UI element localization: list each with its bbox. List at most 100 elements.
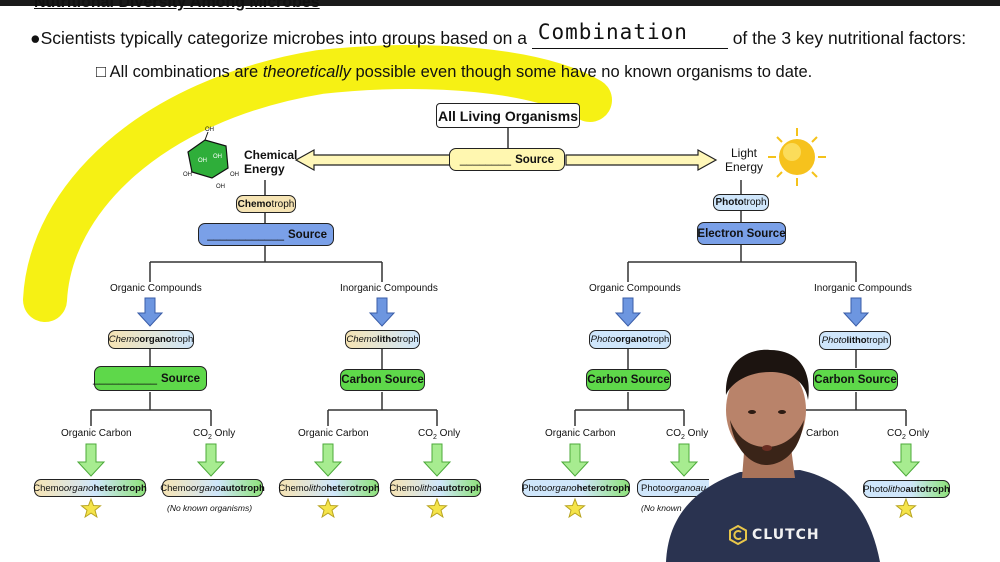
f7-a: Photo: [863, 483, 889, 495]
pl-a: Photo: [821, 335, 847, 346]
f4-c: autotroph: [437, 482, 482, 494]
no-known-organisms-2: (No known: [641, 503, 682, 513]
handwritten-answer: Combination: [537, 20, 688, 44]
f4-b: litho: [419, 482, 438, 494]
carbon-source-box-2: Carbon Source: [340, 369, 425, 391]
f6-a: Photo: [641, 482, 666, 494]
energy-source-label: Source: [515, 153, 555, 166]
bullet1-prefix: ●Scientists typically categorize microbe…: [30, 28, 527, 48]
co2-b-1: Only: [211, 428, 236, 439]
energy-blank: ________: [459, 153, 512, 166]
electron-blank: ____________: [207, 228, 284, 241]
electron-source-box-left: ____________ Source: [198, 223, 334, 246]
co2-only-label-2: CO2 Only: [418, 428, 460, 441]
cl-a: Chemo: [346, 334, 377, 345]
f4-a: Chemo: [389, 482, 420, 494]
organic-carbon-label-2: Organic Carbon: [298, 428, 369, 439]
co2-a-3: CO: [666, 428, 681, 439]
svg-text:OH: OH: [183, 172, 192, 178]
bullet-scientists: ●Scientists typically categorize microbe…: [30, 20, 967, 49]
chemotroph-suffix: troph: [271, 198, 295, 210]
no-known-organisms-1: (No known organisms): [167, 503, 253, 513]
pl-b: litho: [846, 335, 867, 346]
co-a: Chemo: [108, 334, 140, 345]
co2-sub-4: 2: [902, 434, 906, 441]
co2-b-3: Only: [684, 428, 709, 439]
f2-a: Chemo: [160, 482, 191, 494]
co2-a-2: CO: [418, 428, 433, 439]
checkbox-icon: □: [96, 63, 106, 81]
f5-b: organo: [546, 482, 577, 494]
co-c: troph: [171, 334, 194, 345]
phototroph-prefix: Photo: [715, 197, 744, 208]
co2-a-1: CO: [193, 428, 208, 439]
answer-blank: Combination: [531, 20, 728, 49]
co-b: organo: [139, 334, 172, 345]
bullet2-pre: All combinations are: [109, 63, 259, 81]
po-c: troph: [647, 334, 670, 345]
co2-sub-1: 2: [208, 434, 212, 441]
root-label: All Living Organisms: [437, 107, 579, 124]
co2-only-label-4: CO2 Only: [887, 428, 929, 441]
inorganic-compounds-label-1: Inorganic Compounds: [340, 283, 438, 294]
energy-source-box: ________ Source: [449, 148, 565, 171]
f6-b: organoau: [665, 482, 706, 494]
slide-heading: Nutritional Diversity Among Microbes: [34, 0, 320, 11]
bullet2-post: possible even though some have no known …: [355, 63, 813, 81]
svg-text:OH: OH: [216, 184, 225, 190]
light-energy-label: Light Energy: [722, 146, 766, 174]
carbon-source-left-label: Source: [161, 372, 200, 385]
co2-only-label-3: CO2 Only: [666, 428, 708, 441]
organic-compounds-label-1: Organic Compounds: [110, 283, 202, 294]
po-b: organo: [615, 334, 648, 345]
carbon-source-label-4: Carbon Source: [814, 374, 897, 386]
f5-c: heterotroph: [576, 482, 630, 494]
po-a: Photo: [590, 334, 616, 345]
organic-carbon-label-3: Organic Carbon: [545, 428, 616, 439]
svg-text:OH: OH: [213, 154, 222, 160]
co2-b-2: Only: [436, 428, 461, 439]
electron-source-right-label: Electron Source: [697, 227, 786, 240]
chem-energy-text: Chemical Energy: [244, 148, 298, 176]
pl-c: troph: [866, 335, 889, 346]
co2-a-4: CO: [887, 428, 902, 439]
carbon-source-label-3: Carbon Source: [587, 374, 670, 386]
electron-source-box-right: Electron Source: [697, 222, 786, 245]
f3-b: litho: [308, 482, 327, 494]
f1-b: organo: [63, 482, 94, 494]
phototroph-suffix: troph: [743, 197, 767, 208]
f2-c: autotroph: [220, 482, 265, 494]
co2-only-label-1: CO2 Only: [193, 428, 235, 441]
svg-text:OH: OH: [198, 158, 207, 164]
f7-b: litho: [888, 483, 906, 495]
organic-compounds-label-2: Organic Compounds: [589, 283, 681, 294]
bullet1-suffix: of the 3 key nutritional factors:: [732, 28, 967, 48]
clutch-logo: CLUTCH: [728, 525, 820, 545]
organic-carbon-label-1: Organic Carbon: [61, 428, 132, 439]
f1-c: heterotroph: [93, 482, 147, 494]
cl-b: litho: [376, 334, 398, 345]
f1-a: Chemo: [33, 482, 64, 494]
f2-b: organo: [190, 482, 221, 494]
co2-b-4: Only: [905, 428, 930, 439]
light-energy-text: Light Energy: [724, 146, 764, 174]
svg-text:OH: OH: [205, 127, 214, 133]
clutch-logo-text: CLUTCH: [752, 527, 820, 543]
cl-c: troph: [397, 334, 419, 345]
hexagon-logo-icon: [729, 525, 747, 545]
carbon-source-box-4: Carbon Source: [813, 369, 898, 391]
all-living-organisms-box: All Living Organisms: [436, 103, 580, 128]
carbon-source-label-2: Carbon Source: [341, 374, 424, 386]
